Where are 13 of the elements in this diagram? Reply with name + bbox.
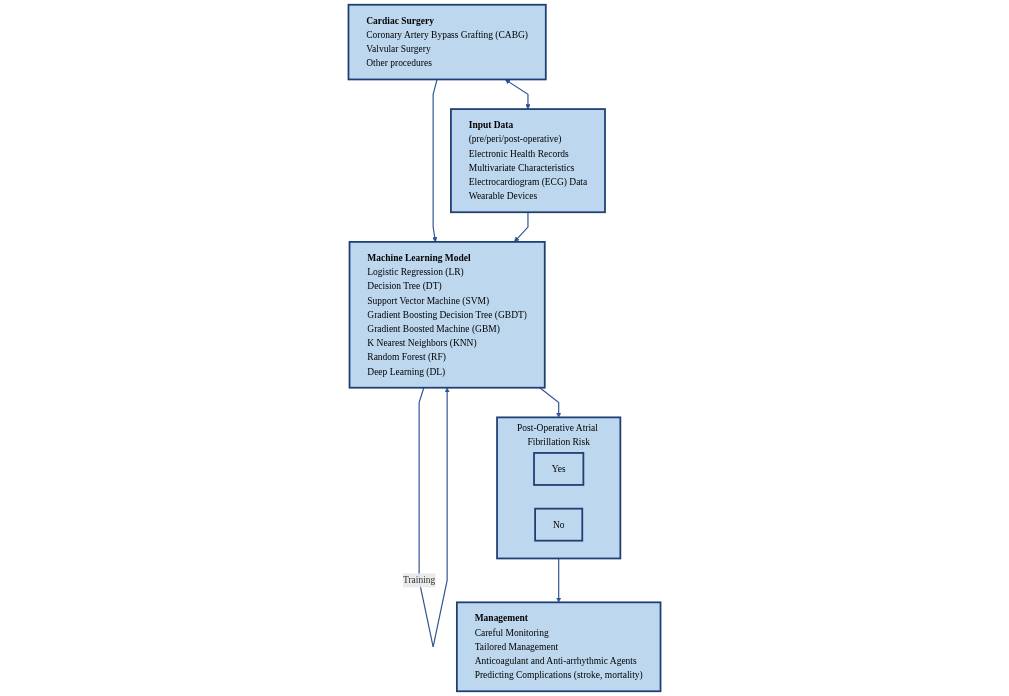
arrow — [556, 557, 562, 603]
node-box: Cardiac Surgery Coronary Artery Bypass Grafting (CABG) Valvular Surgery Other procedures — [347, 3, 547, 81]
arrow — [418, 387, 450, 648]
node-box: Machine Learning Model Logistic Regression (LR) Decision Tree (DT) Support Vector Machine (SVM) Gradient Boosting Decision Tree (GBDT) Gradient Boosted Machine (GBM) K Nearest Neighbors (KNN) Random Forest (RF) Deep Learning (DL) — [348, 241, 546, 389]
arrow — [432, 78, 438, 243]
arrow — [514, 211, 529, 243]
node-box: Input Data (pre/peri/post-operative) Electronic Health Records Multivariate Characteristics Electrocardiogram (ECG) Data Wearable Devices — [450, 108, 606, 214]
edge-label: Training — [402, 575, 436, 586]
node-box: Management Careful Monitoring Tailored Management Anticoagulant and Anti-arrhythmic Agents Predicting Complications (stroke, mortality) — [456, 601, 662, 693]
arrow — [504, 79, 531, 110]
node-box: No — [534, 507, 584, 542]
arrow — [539, 387, 562, 418]
node-box: Yes — [533, 452, 585, 486]
